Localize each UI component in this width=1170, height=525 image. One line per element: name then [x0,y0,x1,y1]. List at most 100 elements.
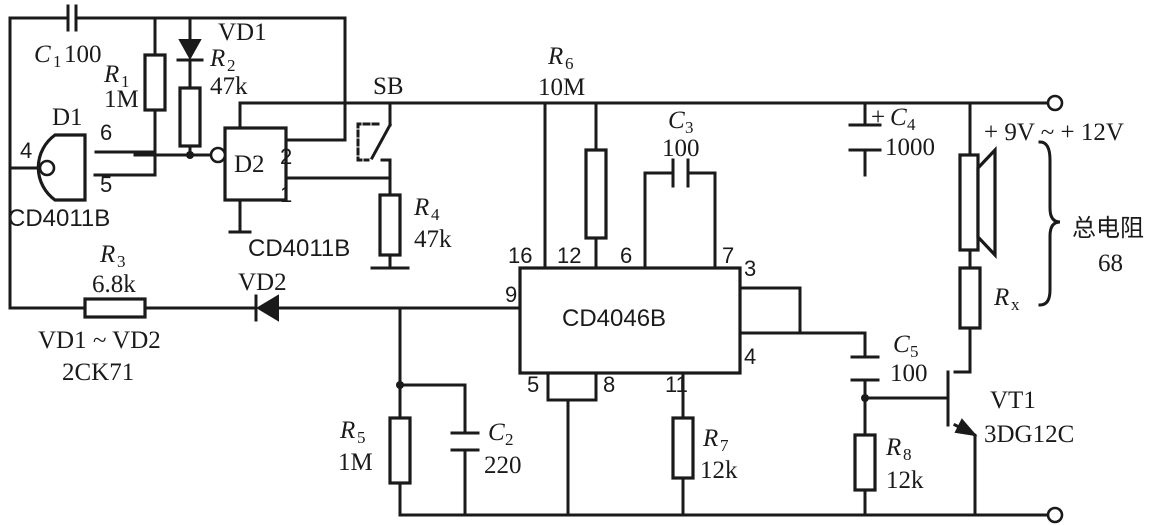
speaker-icon [958,145,997,260]
d2-part: CD4011B [248,235,350,262]
r4-value: 47k [414,226,452,253]
r5-value: 1M [338,449,373,476]
r7-ref: R [702,425,718,452]
d2-pin-1: 1 [280,182,292,207]
c2-ref: C [488,419,505,446]
sb-ref: SB [373,73,404,100]
r5-label: R 5 1M [338,417,373,476]
ic-pin-12: 12 [557,243,581,268]
r8-sub: 8 [903,445,912,464]
r3-value: 6.8k [92,271,136,298]
d2-ref: D2 [234,151,265,178]
junction-dots [186,151,869,402]
capacitor-c5-symbol [850,355,880,382]
c2-value: 220 [484,452,522,479]
r4-sub: 4 [431,205,440,224]
c3-ref: C [668,107,685,134]
ic-pin-5: 5 [527,372,539,397]
c2-label: C 2 220 [484,419,522,479]
capacitor-c3-symbol [671,158,690,188]
r7-label: R 7 12k [700,425,738,484]
r3-ref: R [99,241,115,268]
d1-pin-6: 6 [100,120,112,145]
c5-sub: 5 [910,342,919,361]
r3-label: R 3 6.8k [92,241,136,298]
c4-ref: C [890,104,907,131]
resistor-r8-symbol [853,433,877,492]
resistor-r3-symbol [83,297,147,319]
resistor-rx-symbol [958,266,982,330]
vt1-ref: VT1 [990,387,1036,414]
resistor-r7-symbol [671,416,695,480]
ic-pin-6: 6 [620,243,632,268]
r6-ref: R [547,43,563,70]
r2-sub: 2 [227,56,236,75]
r4-label: R 4 47k [413,194,452,253]
supply-terminal-ground [1046,506,1064,524]
r1-value: 1M [104,86,139,113]
r3-sub: 3 [117,252,126,271]
note-line1: 总电阻 [1072,215,1144,242]
r8-ref: R [885,434,901,461]
c2-sub: 2 [505,430,514,449]
switch-sb-symbol [356,122,393,162]
resistor-r6-symbol [584,148,608,240]
c4-value: 1000 [885,134,935,161]
r1-ref: R [103,61,119,88]
ic-pin-9: 9 [505,282,517,307]
ic-pin-3: 3 [744,256,756,281]
d1-ref: D1 [52,104,83,131]
c3-sub: 3 [685,118,694,137]
diode-note-range: VD1 ~ VD2 [38,327,161,354]
d2-pin-2: 2 [280,144,292,169]
resistor-r4-symbol [378,193,402,257]
resistor-r5-symbol [388,416,412,485]
d1-pin-5: 5 [100,172,112,197]
diode-vd1-symbol [176,39,204,62]
ic-part: CD4046B [562,305,666,332]
supply-terminal-positive [1046,94,1064,112]
c3-label: C 3 100 [662,107,700,162]
vd2-ref: VD2 [238,269,287,296]
rx-sub: x [1011,295,1020,314]
vt1-part: 3DG12C [984,421,1074,448]
c5-label: C 5 100 [890,331,928,387]
nand-gate-d1-symbol [36,133,87,202]
diode-vd2-symbol [254,294,279,322]
r8-value: 12k [886,467,924,494]
note-line2: 68 [1098,250,1123,277]
resistor-r2-symbol [178,86,202,148]
transistor-vt1-symbol [946,370,978,437]
c1-ref: C [34,41,51,68]
d1-pin-4: 4 [20,138,32,163]
r7-value: 12k [700,457,738,484]
capacitor-c1-symbol [66,4,78,32]
capacitor-c2-symbol [450,431,480,452]
r6-label: R 6 10M [538,43,585,101]
r1-sub: 1 [121,72,130,91]
r2-ref: R [209,45,225,72]
c1-sub: 1 [53,52,62,71]
r4-ref: R [413,194,429,221]
r8-label: R 8 12k [885,434,924,494]
ic-pin-8: 8 [603,372,615,397]
r6-value: 10M [538,74,585,101]
r7-sub: 7 [720,436,729,455]
ic-pin-4: 4 [744,344,756,369]
vd1-ref: VD1 [218,19,267,46]
ic-cd4046b-body [518,266,742,375]
ic-pin-16: 16 [508,243,532,268]
r2-value: 47k [210,73,248,100]
r5-ref: R [339,417,355,444]
r5-sub: 5 [357,428,366,447]
rx-ref: R [993,284,1009,311]
supply-terminals [1046,94,1064,524]
c1-value: 100 [64,41,102,68]
capacitor-c4-symbol [848,123,882,152]
ic-pin-11: 11 [665,372,688,397]
c4-plus: + [871,104,885,131]
c5-value: 100 [890,360,928,387]
d1-part: CD4011B [8,205,110,232]
supply-label: + 9V ~ + 12V [984,119,1124,146]
